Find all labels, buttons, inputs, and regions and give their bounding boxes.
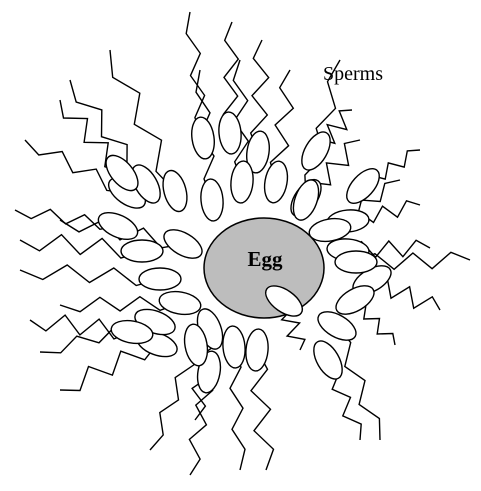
sperm-head [157, 289, 202, 318]
sperm-tail [60, 344, 157, 391]
sperm-head [221, 325, 247, 369]
sperm-head [262, 159, 291, 204]
sperm-head [308, 336, 348, 383]
egg-label: Egg [217, 247, 313, 272]
sperm-head [189, 116, 217, 161]
sperm-head [159, 224, 206, 264]
sperm-head [159, 168, 191, 214]
sperm-head [335, 251, 377, 273]
sperm-head [229, 160, 255, 204]
sperm-head [139, 268, 181, 290]
sperm-tail [150, 345, 196, 450]
sperm-head [217, 111, 243, 155]
sperm-head [296, 127, 336, 174]
sperms-label: Sperms [323, 63, 383, 86]
sperm-tail [20, 265, 160, 286]
sperm-head [121, 240, 163, 262]
sperm-head [199, 178, 225, 222]
